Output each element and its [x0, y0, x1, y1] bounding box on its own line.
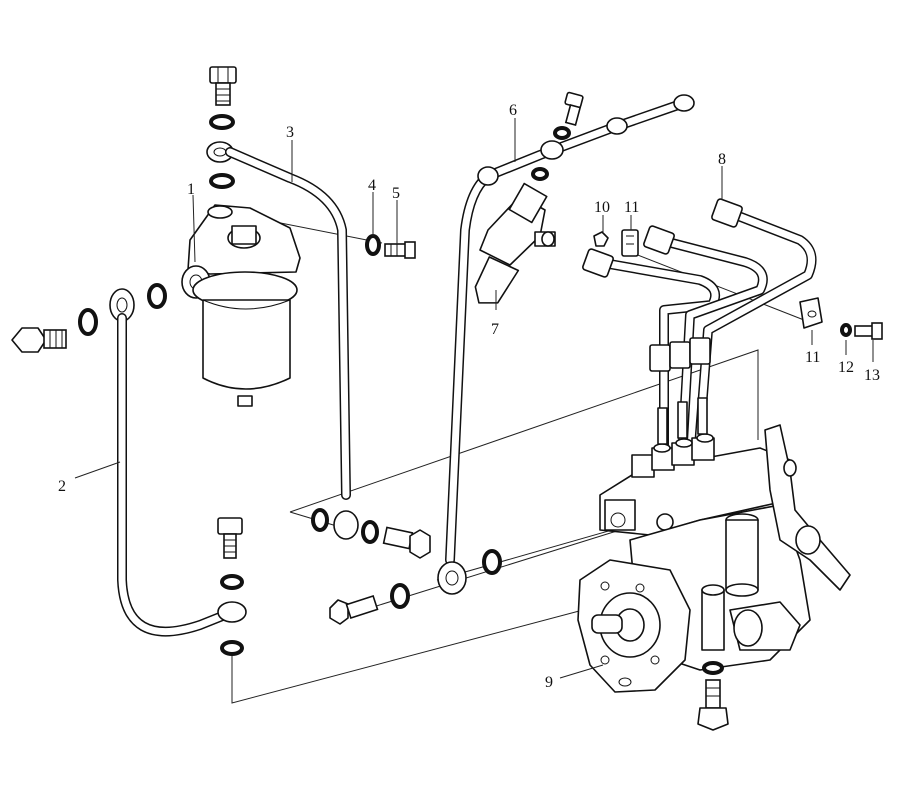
callout-4: 4 [368, 177, 376, 194]
filter-inlet-bolt [11, 283, 167, 353]
callout-11-right: 11 [805, 349, 820, 366]
callout-13: 13 [864, 367, 880, 384]
injection-pump [577, 397, 851, 731]
injection-pipes-8 [582, 198, 817, 465]
fuel-filter [181, 66, 301, 407]
callout-2: 2 [58, 478, 66, 495]
callout-12: 12 [838, 359, 854, 376]
callout-labels: 1 2 3 4 5 6 7 8 9 10 11 11 12 13 [58, 102, 880, 691]
callout-8: 8 [718, 151, 726, 168]
callout-11-top: 11 [624, 199, 639, 216]
callout-7: 7 [491, 321, 499, 338]
injector-assembly [329, 91, 695, 625]
callout-5: 5 [392, 185, 400, 202]
callout-6: 6 [509, 102, 517, 119]
callout-3: 3 [286, 124, 294, 141]
callout-9: 9 [545, 674, 553, 691]
callout-10: 10 [594, 199, 610, 216]
callout-leaders [74, 118, 874, 679]
washer-4-bolt-5 [365, 234, 416, 259]
pipe-clamps [593, 229, 883, 340]
fuel-pipe-2 [117, 313, 247, 656]
callout-1: 1 [187, 181, 195, 198]
